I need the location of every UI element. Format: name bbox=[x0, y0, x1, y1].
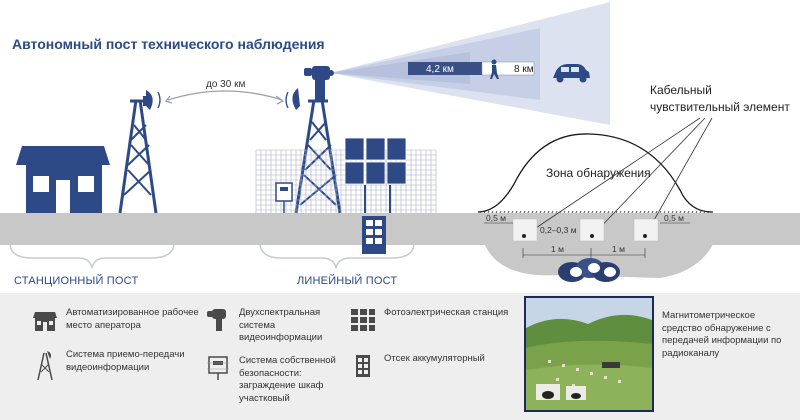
range-near-text: 4,2 км bbox=[426, 64, 454, 75]
cable-cross-section-icon bbox=[558, 258, 620, 282]
line-post-bracket bbox=[259, 242, 415, 269]
ground-cutaway bbox=[480, 225, 720, 278]
ptz-camera-icon bbox=[304, 66, 334, 100]
distance-label: до 30 км bbox=[206, 79, 246, 90]
detection-zone-label: Зона обнаружения bbox=[546, 166, 651, 180]
battery-icon bbox=[356, 355, 370, 377]
legend-text: Фотоэлектрическая станция bbox=[384, 307, 509, 318]
legend-item-camera: Двухспектральная система видеоинформации bbox=[205, 307, 345, 345]
transmission-arrow bbox=[164, 90, 285, 105]
legend-text: Система собственной безопасности: заграж… bbox=[239, 355, 336, 404]
legend-text: Система приемо-передачи видеоинформации bbox=[66, 349, 185, 373]
dim-depth-text: 0,2–0,3 м bbox=[540, 225, 577, 235]
legend-text: Отсек аккумуляторный bbox=[384, 353, 485, 364]
security-cabinet-icon bbox=[207, 356, 229, 380]
legend-panel: Автоматизированное рабочее место аперато… bbox=[0, 293, 800, 420]
house-icon bbox=[16, 146, 110, 213]
dim-spacing-1-text: 1 м bbox=[551, 244, 564, 254]
legend-item-solar: Фотоэлектрическая станция bbox=[350, 307, 510, 333]
page-title: Автономный пост технического наблюдения bbox=[12, 36, 325, 52]
line-post-label: ЛИНЕЙНЫЙ ПОСТ bbox=[297, 275, 398, 287]
radio-tower-icon bbox=[37, 351, 53, 381]
car-icon bbox=[553, 64, 590, 83]
dimension-lines bbox=[484, 222, 690, 258]
person-icon bbox=[490, 59, 499, 79]
dim-left-text: 0,5 м bbox=[486, 213, 506, 223]
battery-compartment-icon bbox=[362, 216, 386, 254]
legend-item-workstation: Автоматизированное рабочее место аперато… bbox=[32, 307, 202, 333]
line-post-tower-icon bbox=[294, 99, 342, 214]
range-bar-near bbox=[408, 62, 482, 75]
legend-item-security: Система собственной безопасности: заграж… bbox=[205, 355, 345, 405]
cable-pointers bbox=[523, 117, 713, 237]
line-dish-antenna-icon bbox=[285, 88, 300, 110]
station-post-bracket bbox=[9, 242, 175, 269]
station-tower-icon bbox=[118, 99, 158, 214]
legend-text: Двухспектральная система видеоинформации bbox=[239, 307, 323, 343]
cable-trenches bbox=[512, 218, 659, 242]
legend-text: Автоматизированное рабочее место аперато… bbox=[66, 307, 199, 331]
field-photo bbox=[524, 296, 654, 412]
solar-panel-icon bbox=[351, 309, 375, 331]
detection-zone-curve bbox=[477, 133, 713, 213]
dish-antenna-icon bbox=[143, 90, 161, 110]
scene-illustration: 4,2 км 8 км bbox=[0, 2, 800, 282]
grass-line bbox=[479, 210, 714, 214]
dim-spacing-2-text: 1 м bbox=[612, 244, 625, 254]
dim-right-text: 0,5 м bbox=[664, 213, 684, 223]
magnetometric-description: Магнитометрическое средство обнаружение … bbox=[662, 310, 782, 359]
station-post-label: СТАНЦИОННЫЙ ПОСТ bbox=[14, 275, 139, 287]
cabinet-icon bbox=[275, 182, 293, 213]
solar-panel-array bbox=[344, 137, 407, 213]
cable-sensor-label: Кабельный чувствительный элемент bbox=[650, 83, 790, 114]
house-icon bbox=[33, 312, 57, 331]
legend-item-battery: Отсек аккумуляторный bbox=[350, 353, 510, 379]
range-far-text: 8 км bbox=[514, 64, 534, 75]
legend-item-transmission: Система приемо-передачи видеоинформации bbox=[32, 349, 202, 381]
camera-icon bbox=[207, 309, 226, 331]
